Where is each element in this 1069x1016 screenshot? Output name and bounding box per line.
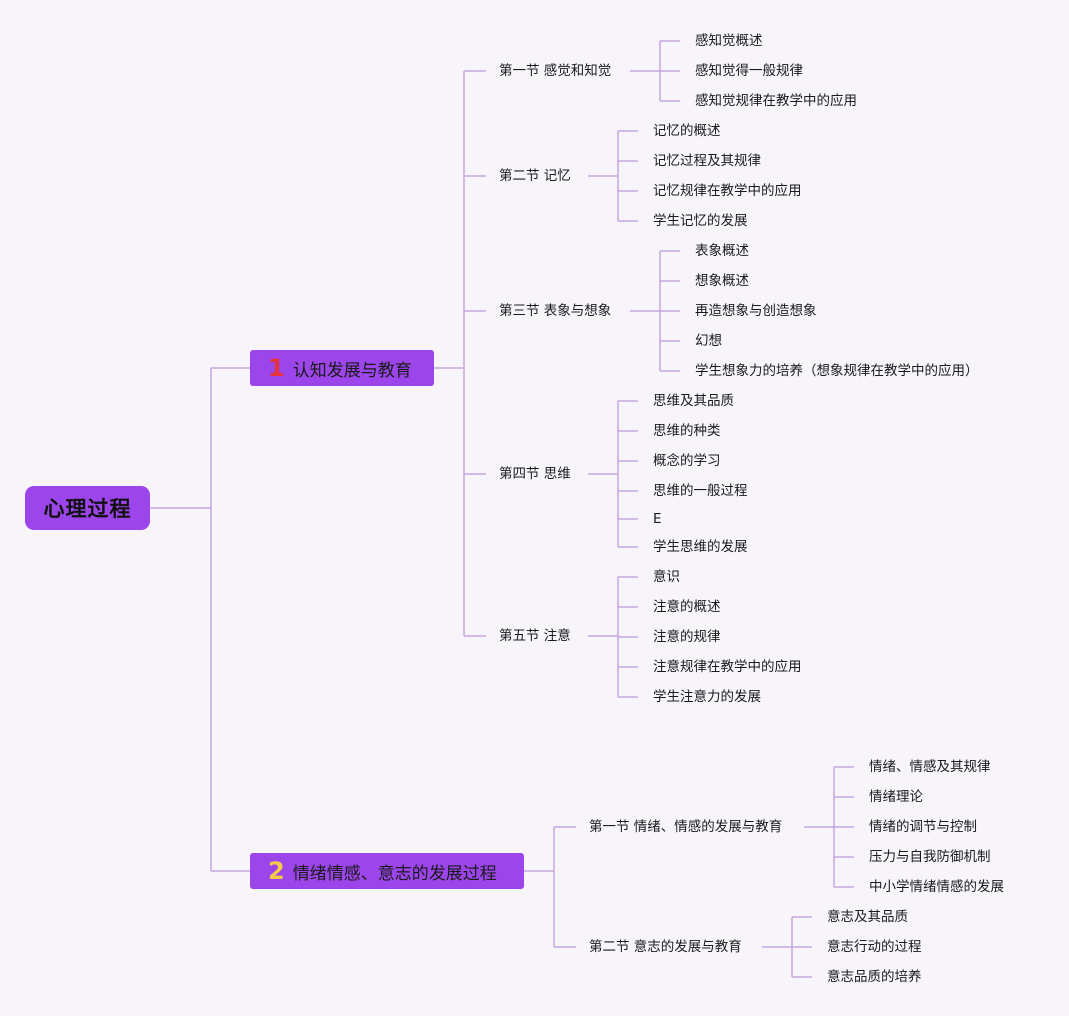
leaf-node[interactable]: 感知觉得一般规律 [695,63,803,79]
leaf-node[interactable]: 意识 [653,569,680,585]
leaf-node[interactable]: 意志及其品质 [827,909,908,925]
leaf-node[interactable]: 再造想象与创造想象 [695,303,817,319]
leaf-node[interactable]: E [653,511,662,527]
section-node[interactable]: 第三节 表象与想象 [499,303,612,319]
branch-label: 情绪情感、意志的发展过程 [292,863,497,884]
leaf-node[interactable]: 思维的一般过程 [653,483,748,499]
leaf-node[interactable]: 概念的学习 [653,453,721,469]
leaf-node[interactable]: 记忆的概述 [653,123,721,139]
leaf-node[interactable]: 感知觉规律在教学中的应用 [695,93,857,109]
leaf-node[interactable]: 情绪的调节与控制 [869,819,977,835]
section-node[interactable]: 第二节 记忆 [499,168,571,184]
leaf-node[interactable]: 学生注意力的发展 [653,689,761,705]
leaf-node[interactable]: 想象概述 [695,273,749,289]
leaf-node[interactable]: 注意规律在教学中的应用 [653,659,802,675]
root-label: 心理过程 [43,497,132,521]
branch-label: 认知发展与教育 [292,360,412,381]
number-badge: 1 [268,354,285,382]
leaf-node[interactable]: 注意的概述 [653,599,721,615]
leaf-node[interactable]: 学生记忆的发展 [653,213,748,229]
root-node[interactable]: 心理过程 [25,486,150,530]
section-node[interactable]: 第五节 注意 [499,628,571,644]
leaf-node[interactable]: 情绪理论 [869,789,923,805]
branch-node-emotion-will[interactable]: 2 情绪情感、意志的发展过程 [250,853,524,889]
leaf-node[interactable]: 记忆规律在教学中的应用 [653,183,802,199]
leaf-node[interactable]: 压力与自我防御机制 [869,849,991,865]
leaf-node[interactable]: 注意的规律 [653,629,721,645]
leaf-node[interactable]: 表象概述 [695,243,749,259]
branch-node-cognition[interactable]: 1 认知发展与教育 [250,350,434,386]
section-node[interactable]: 第二节 意志的发展与教育 [589,939,742,955]
leaf-node[interactable]: 意志行动的过程 [827,939,922,955]
leaf-node[interactable]: 意志品质的培养 [827,969,922,985]
leaf-node[interactable]: 感知觉概述 [695,33,763,49]
leaf-node[interactable]: 记忆过程及其规律 [653,153,761,169]
section-node[interactable]: 第四节 思维 [499,466,571,482]
leaf-node[interactable]: 中小学情绪情感的发展 [869,879,1004,895]
leaf-node[interactable]: 幻想 [695,333,722,349]
number-badge: 2 [268,857,285,885]
section-node[interactable]: 第一节 感觉和知觉 [499,63,612,79]
leaf-node[interactable]: 思维的种类 [653,423,721,439]
leaf-node[interactable]: 情绪、情感及其规律 [869,759,991,775]
section-node[interactable]: 第一节 情绪、情感的发展与教育 [589,819,783,835]
leaf-node[interactable]: 学生想象力的培养（想象规律在教学中的应用） [695,363,979,379]
leaf-node[interactable]: 学生思维的发展 [653,539,748,555]
leaf-node[interactable]: 思维及其品质 [653,393,734,409]
